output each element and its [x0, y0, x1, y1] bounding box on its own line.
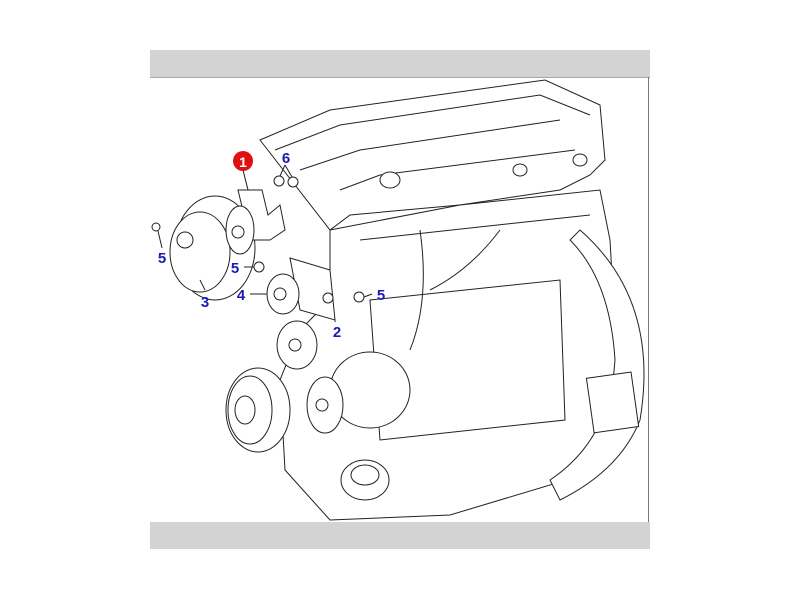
callout-5[interactable]: 5: [158, 250, 166, 267]
callout-6[interactable]: 6: [282, 150, 290, 167]
callout-3[interactable]: 3: [201, 294, 209, 311]
callout-2[interactable]: 2: [333, 324, 341, 341]
engine-block-drawing: [225, 79, 645, 521]
callout-5[interactable]: 5: [377, 287, 385, 304]
bottom-toolbar-bar: [150, 522, 650, 549]
top-toolbar-bar: [150, 50, 650, 78]
highlight-circle: [233, 151, 253, 171]
callout-1[interactable]: 1: [233, 151, 253, 171]
callout-4[interactable]: 4: [237, 287, 246, 304]
pump-assembly-drawing: [151, 164, 373, 322]
callout-label: 1: [239, 154, 247, 170]
callout-5[interactable]: 5: [231, 260, 239, 277]
viewer-right-border: [648, 77, 649, 522]
